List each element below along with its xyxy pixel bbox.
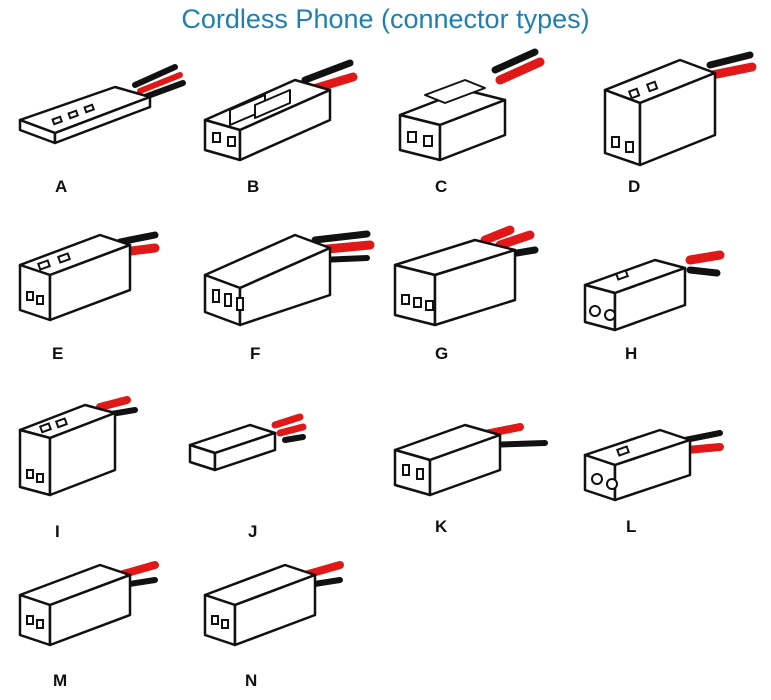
page-title: Cordless Phone (connector types) bbox=[181, 4, 590, 34]
connector-a: A bbox=[15, 55, 186, 205]
connector-k: K bbox=[385, 415, 565, 545]
connector-m-drawing bbox=[18, 561, 159, 647]
connector-label: G bbox=[435, 344, 449, 363]
connector-f-drawing bbox=[203, 230, 375, 327]
connector-label: L bbox=[626, 517, 637, 536]
connector-label: I bbox=[55, 522, 60, 541]
connector-e: E bbox=[15, 220, 185, 370]
connector-j-drawing bbox=[188, 413, 307, 472]
connector-label: M bbox=[53, 671, 68, 690]
connector-d: D bbox=[600, 45, 765, 205]
connector-l-drawing bbox=[583, 428, 724, 502]
connector-c-drawing bbox=[398, 48, 545, 162]
connector-g: G bbox=[390, 225, 560, 370]
connector-f: F bbox=[195, 220, 375, 370]
connector-label: E bbox=[52, 344, 64, 363]
connector-h-drawing bbox=[583, 250, 725, 332]
connector-label: H bbox=[625, 344, 638, 363]
connector-i-drawing bbox=[18, 396, 138, 497]
connector-k-drawing bbox=[393, 423, 548, 497]
connector-h: H bbox=[575, 225, 765, 370]
connector-b: B bbox=[195, 55, 365, 205]
connector-d-drawing bbox=[603, 51, 757, 167]
connector-label: F bbox=[250, 344, 261, 363]
connector-i: I bbox=[15, 395, 185, 545]
connector-label: K bbox=[435, 517, 448, 536]
connector-a-drawing bbox=[18, 64, 186, 145]
connector-b-drawing bbox=[203, 59, 358, 162]
connector-label: D bbox=[628, 177, 641, 196]
connector-n-drawing bbox=[203, 561, 344, 647]
connector-e-drawing bbox=[18, 231, 160, 322]
connector-label: C bbox=[435, 177, 448, 196]
connector-g-drawing bbox=[393, 225, 539, 327]
connector-m: M bbox=[15, 550, 185, 695]
connector-label: J bbox=[248, 522, 258, 541]
connector-label: B bbox=[247, 177, 260, 196]
connector-label: N bbox=[245, 671, 258, 690]
connector-c: C bbox=[390, 40, 560, 205]
connector-j: J bbox=[185, 405, 355, 545]
connector-label: A bbox=[55, 177, 68, 196]
connector-n: N bbox=[200, 550, 370, 695]
connector-l: L bbox=[575, 415, 765, 545]
